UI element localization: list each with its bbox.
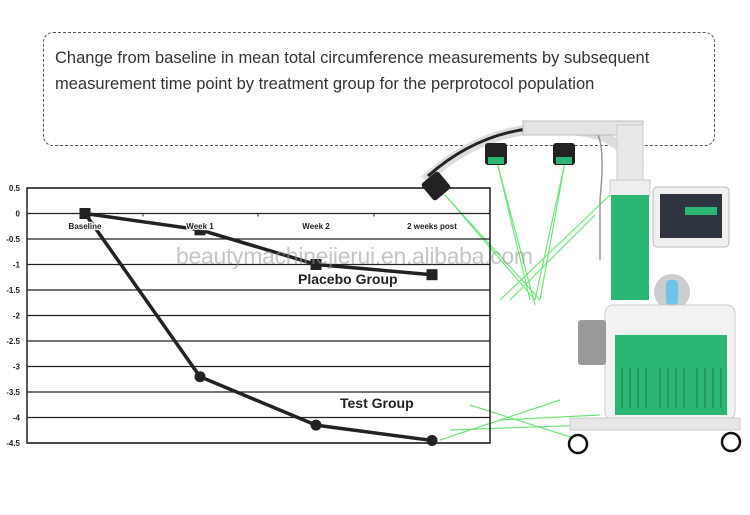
test-point xyxy=(310,419,322,431)
y-tick-label: -3.5 xyxy=(6,388,20,397)
x-tick-label: Week 2 xyxy=(302,222,330,231)
series-line-test xyxy=(83,212,433,443)
x-tick-label: Week 1 xyxy=(186,222,214,231)
y-tick-label: -2 xyxy=(13,312,21,321)
y-tick-label: 0 xyxy=(16,210,21,219)
y-tick-label: -1.5 xyxy=(6,286,20,295)
chart-caption: Change from baseline in mean total circu… xyxy=(55,49,650,93)
test-point xyxy=(194,371,206,383)
watermark: beautymachinejierui.en.alibaba.com xyxy=(176,243,533,269)
y-tick-label: -2.5 xyxy=(6,337,20,346)
caption-box: Change from baseline in mean total circu… xyxy=(43,32,715,146)
y-tick-label: -1 xyxy=(13,261,21,270)
y-tick-label: -4.5 xyxy=(6,439,20,448)
y-tick-label: -0.5 xyxy=(6,235,20,244)
laser-head-icon xyxy=(421,143,575,201)
x-tick-label: Baseline xyxy=(69,222,102,231)
placebo-point xyxy=(194,224,206,236)
y-tick-label: 0.5 xyxy=(9,184,21,193)
y-tick-label: -4 xyxy=(13,414,21,423)
wheel-icon xyxy=(567,431,742,455)
placebo-point xyxy=(426,269,438,281)
test-point xyxy=(79,208,91,219)
placebo-point xyxy=(310,259,322,270)
y-tick-label: -3 xyxy=(13,363,21,372)
series-label-placebo: Placebo Group xyxy=(298,271,398,287)
x-tick-label: 2 weeks post xyxy=(407,222,457,231)
test-point xyxy=(426,434,438,446)
series-label-test: Test Group xyxy=(340,395,414,411)
series-line-placebo xyxy=(84,211,433,277)
